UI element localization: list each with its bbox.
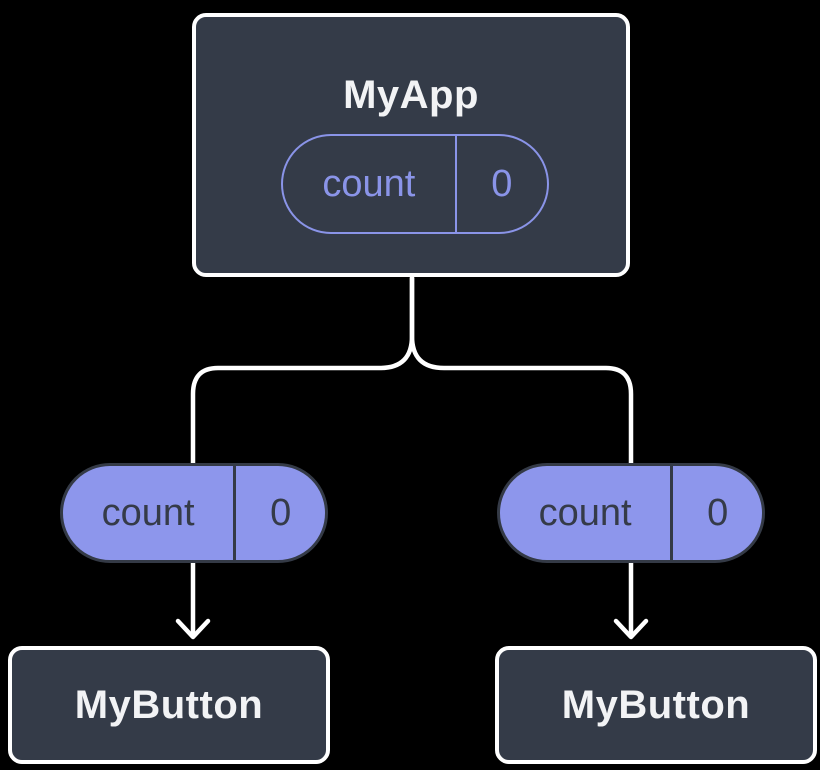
pill-divider [233, 466, 237, 560]
component-box-myapp: MyApp count 0 [192, 13, 630, 277]
component-box-mybutton-right: MyButton [495, 646, 817, 764]
pill-divider [454, 136, 457, 232]
prop-name: count [538, 491, 632, 534]
arrow-left [175, 557, 211, 640]
pill-divider [670, 466, 674, 560]
prop-pill-left: count 0 [60, 463, 328, 563]
component-box-mybutton-left: MyButton [8, 646, 330, 764]
prop-value: 0 [707, 491, 729, 534]
arrow-right [613, 557, 649, 640]
prop-pill-right: count 0 [497, 463, 765, 563]
prop-name: count [101, 491, 195, 534]
component-title-myapp: MyApp [343, 73, 479, 117]
prop-value: 0 [270, 491, 292, 534]
state-name: count [322, 162, 416, 205]
state-value: 0 [491, 162, 513, 205]
branch-left-line [190, 275, 415, 471]
component-title-mybutton-right: MyButton [561, 682, 751, 727]
branch-right-line [409, 275, 634, 471]
state-pill-root: count 0 [281, 134, 549, 234]
component-title-mybutton-left: MyButton [74, 682, 264, 727]
